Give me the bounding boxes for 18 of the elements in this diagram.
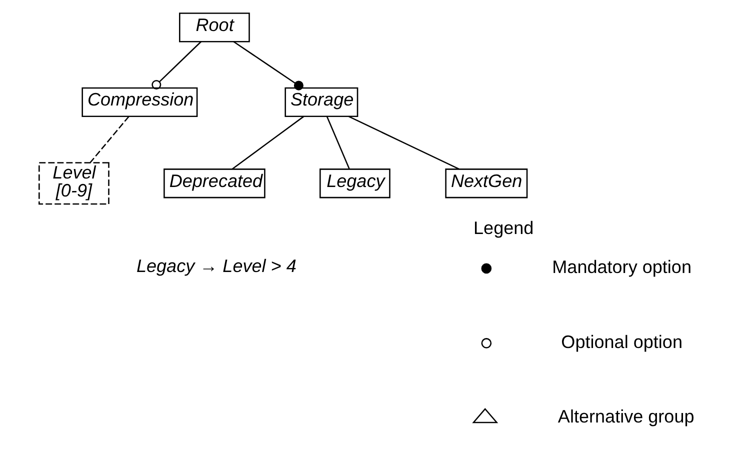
connector	[90, 116, 130, 164]
legend-label: Mandatory option	[552, 257, 692, 278]
node-box: Deprecated	[164, 168, 266, 198]
label: Legend	[474, 218, 534, 238]
connector	[233, 41, 304, 90]
legend-label: Optional option	[561, 332, 682, 352]
connector	[348, 116, 460, 170]
node-box: Compression	[82, 87, 198, 117]
node-box: Legacy	[320, 168, 390, 198]
node-box: Root	[179, 12, 250, 42]
connector	[326, 116, 350, 170]
node-box: Storage	[284, 87, 358, 117]
connector	[232, 116, 304, 170]
legend-label: Alternative group	[558, 406, 694, 427]
node-box: NextGen	[445, 168, 528, 198]
node-box: Level [0-9]	[38, 162, 110, 205]
connector	[152, 41, 202, 90]
label: Legacy → Level > 4	[136, 256, 296, 276]
